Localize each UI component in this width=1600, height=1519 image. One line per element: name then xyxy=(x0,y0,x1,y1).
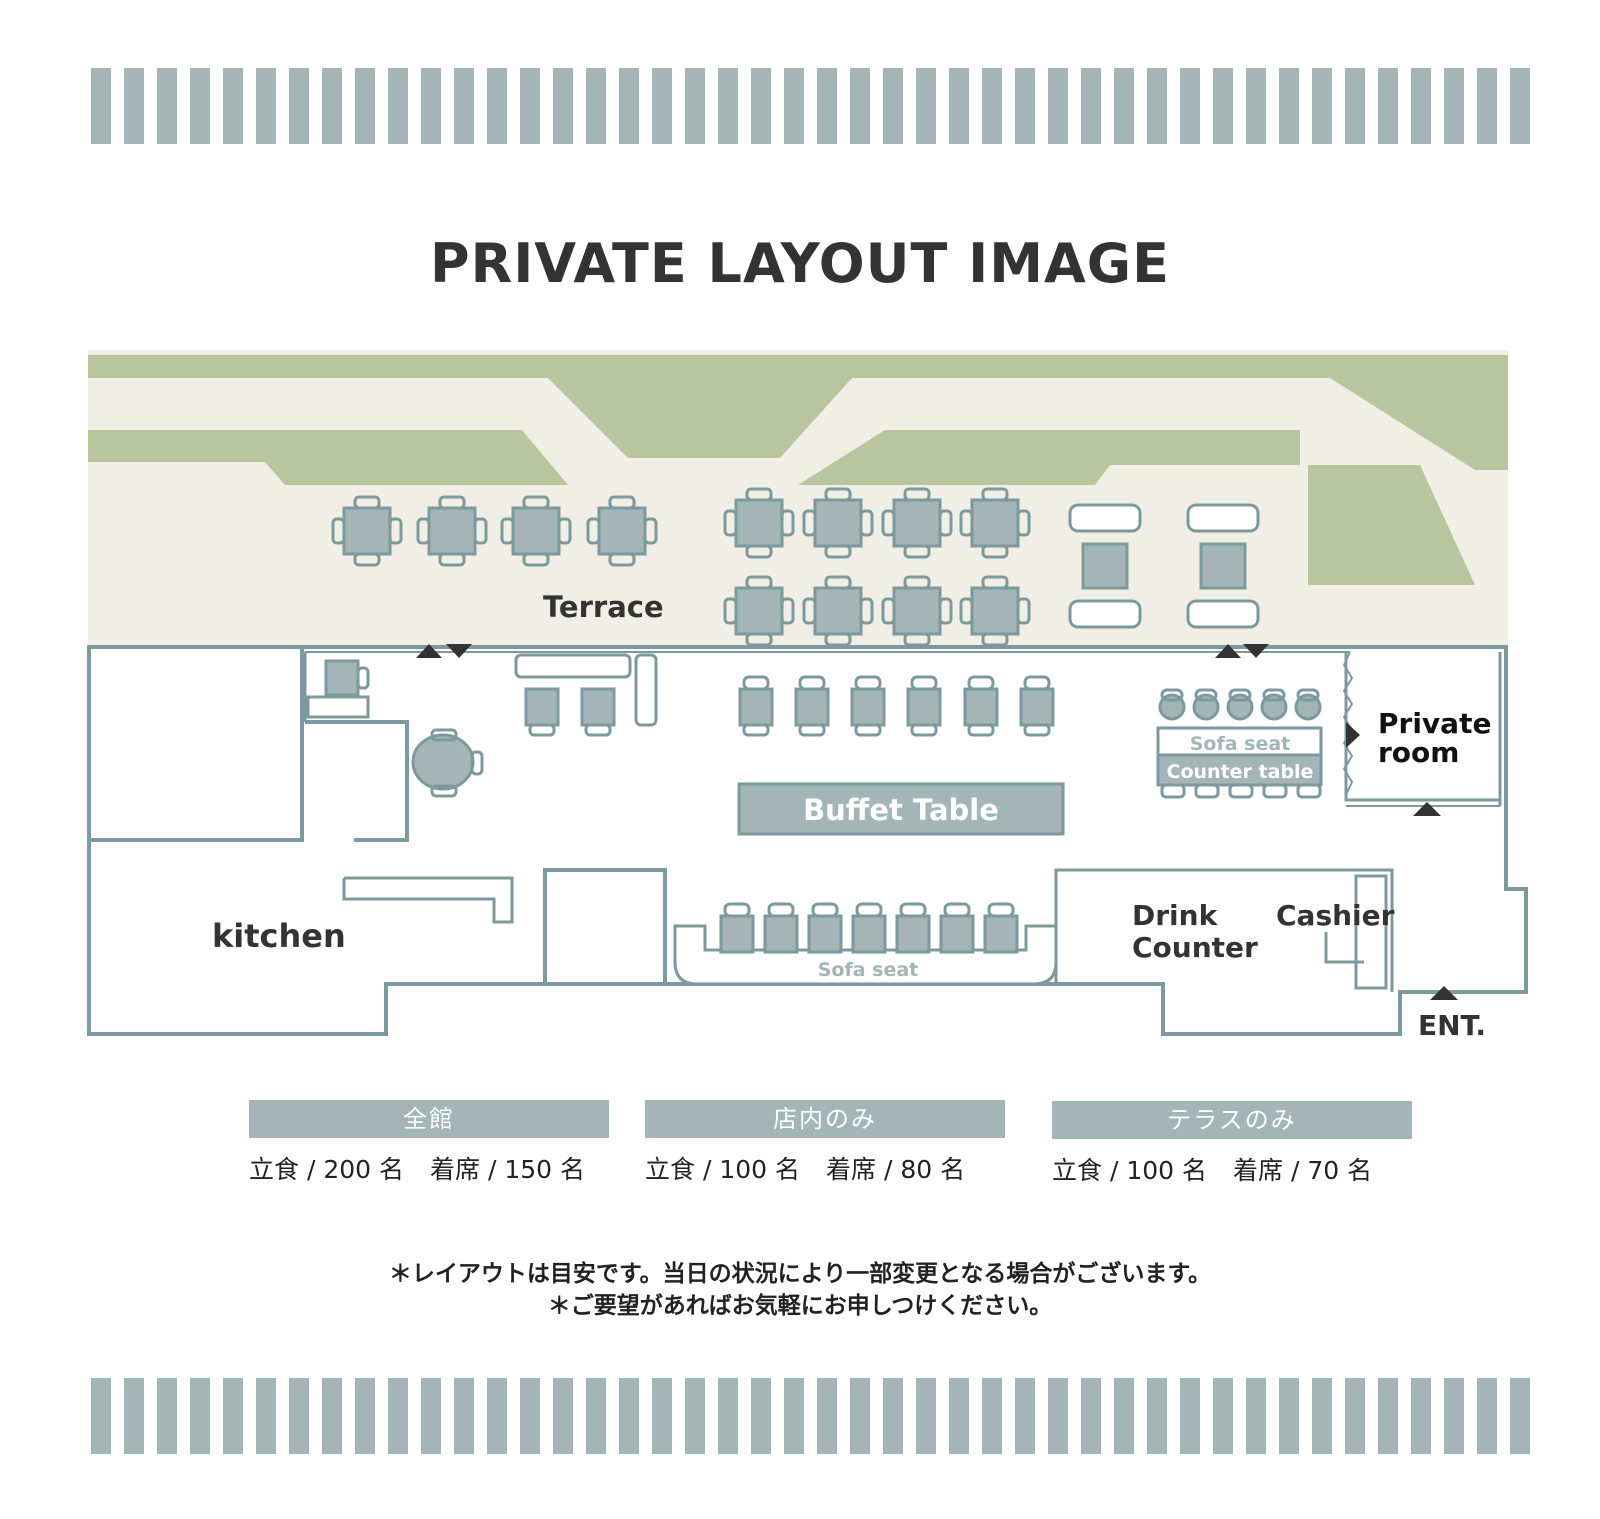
capacity-whole-venue: 全館 立食 / 200 名着席 / 150 名 xyxy=(249,1100,609,1186)
capacity-terrace-only: テラスのみ 立食 / 100 名着席 / 70 名 xyxy=(1052,1101,1412,1187)
sofa-seat-bottom-label: Sofa seat xyxy=(818,959,919,981)
note-line-2: ＊ご要望があればお気軽にお申しつけください。 xyxy=(547,1293,1053,1319)
cashier-label: Cashier xyxy=(1276,899,1395,932)
interior-furniture xyxy=(306,653,1323,986)
arrow-up-icon xyxy=(1430,986,1458,1000)
bottom-stripe-border xyxy=(91,1378,1531,1454)
private-room-label-line1: Private xyxy=(1378,707,1491,740)
terrace-chairs-left xyxy=(331,495,658,567)
arrow-up-icon xyxy=(1215,644,1241,658)
terrace-benches xyxy=(1068,503,1260,629)
sofa-seat-right-label: Sofa seat xyxy=(1190,733,1291,755)
capacity-title: テラスのみ xyxy=(1052,1101,1412,1139)
terrace-chairs-center xyxy=(723,487,1031,647)
terrace-label: Terrace xyxy=(543,590,664,624)
counter-table-label: Counter table xyxy=(1167,761,1314,783)
buffet-table-label: Buffet Table xyxy=(803,793,999,827)
capacity-title: 店内のみ xyxy=(645,1100,1005,1138)
entrance-label: ENT. xyxy=(1418,1009,1486,1042)
arrow-up-icon xyxy=(1413,802,1441,816)
arrow-up-icon xyxy=(416,644,442,658)
capacity-values: 立食 / 100 名着席 / 80 名 xyxy=(645,1155,966,1184)
capacity-values: 立食 / 200 名着席 / 150 名 xyxy=(249,1155,586,1184)
private-room-label-line2: room xyxy=(1378,736,1459,769)
kitchen-label: kitchen xyxy=(212,917,346,955)
page-title: PRIVATE LAYOUT IMAGE xyxy=(430,232,1170,295)
arrow-down-icon xyxy=(446,644,472,658)
planting-areas xyxy=(88,355,1508,585)
buffet-table xyxy=(737,782,1065,836)
arrow-right-icon xyxy=(1346,722,1360,748)
door-arrows xyxy=(416,644,1458,1000)
arrow-down-icon xyxy=(1243,644,1269,658)
drink-counter-label-line2: Counter xyxy=(1132,931,1258,964)
capacity-title: 全館 xyxy=(249,1100,609,1138)
top-stripe-border xyxy=(91,68,1531,144)
notes: ＊レイアウトは目安です。当日の状況により一部変更となる場合がございます。 ＊ご要… xyxy=(0,1258,1600,1322)
drink-counter-label-line1: Drink xyxy=(1132,899,1219,932)
capacity-values: 立食 / 100 名着席 / 70 名 xyxy=(1052,1156,1373,1185)
note-line-1: ＊レイアウトは目安です。当日の状況により一部変更となる場合がございます。 xyxy=(388,1261,1212,1287)
capacity-indoor-only: 店内のみ 立食 / 100 名着席 / 80 名 xyxy=(645,1100,1005,1186)
